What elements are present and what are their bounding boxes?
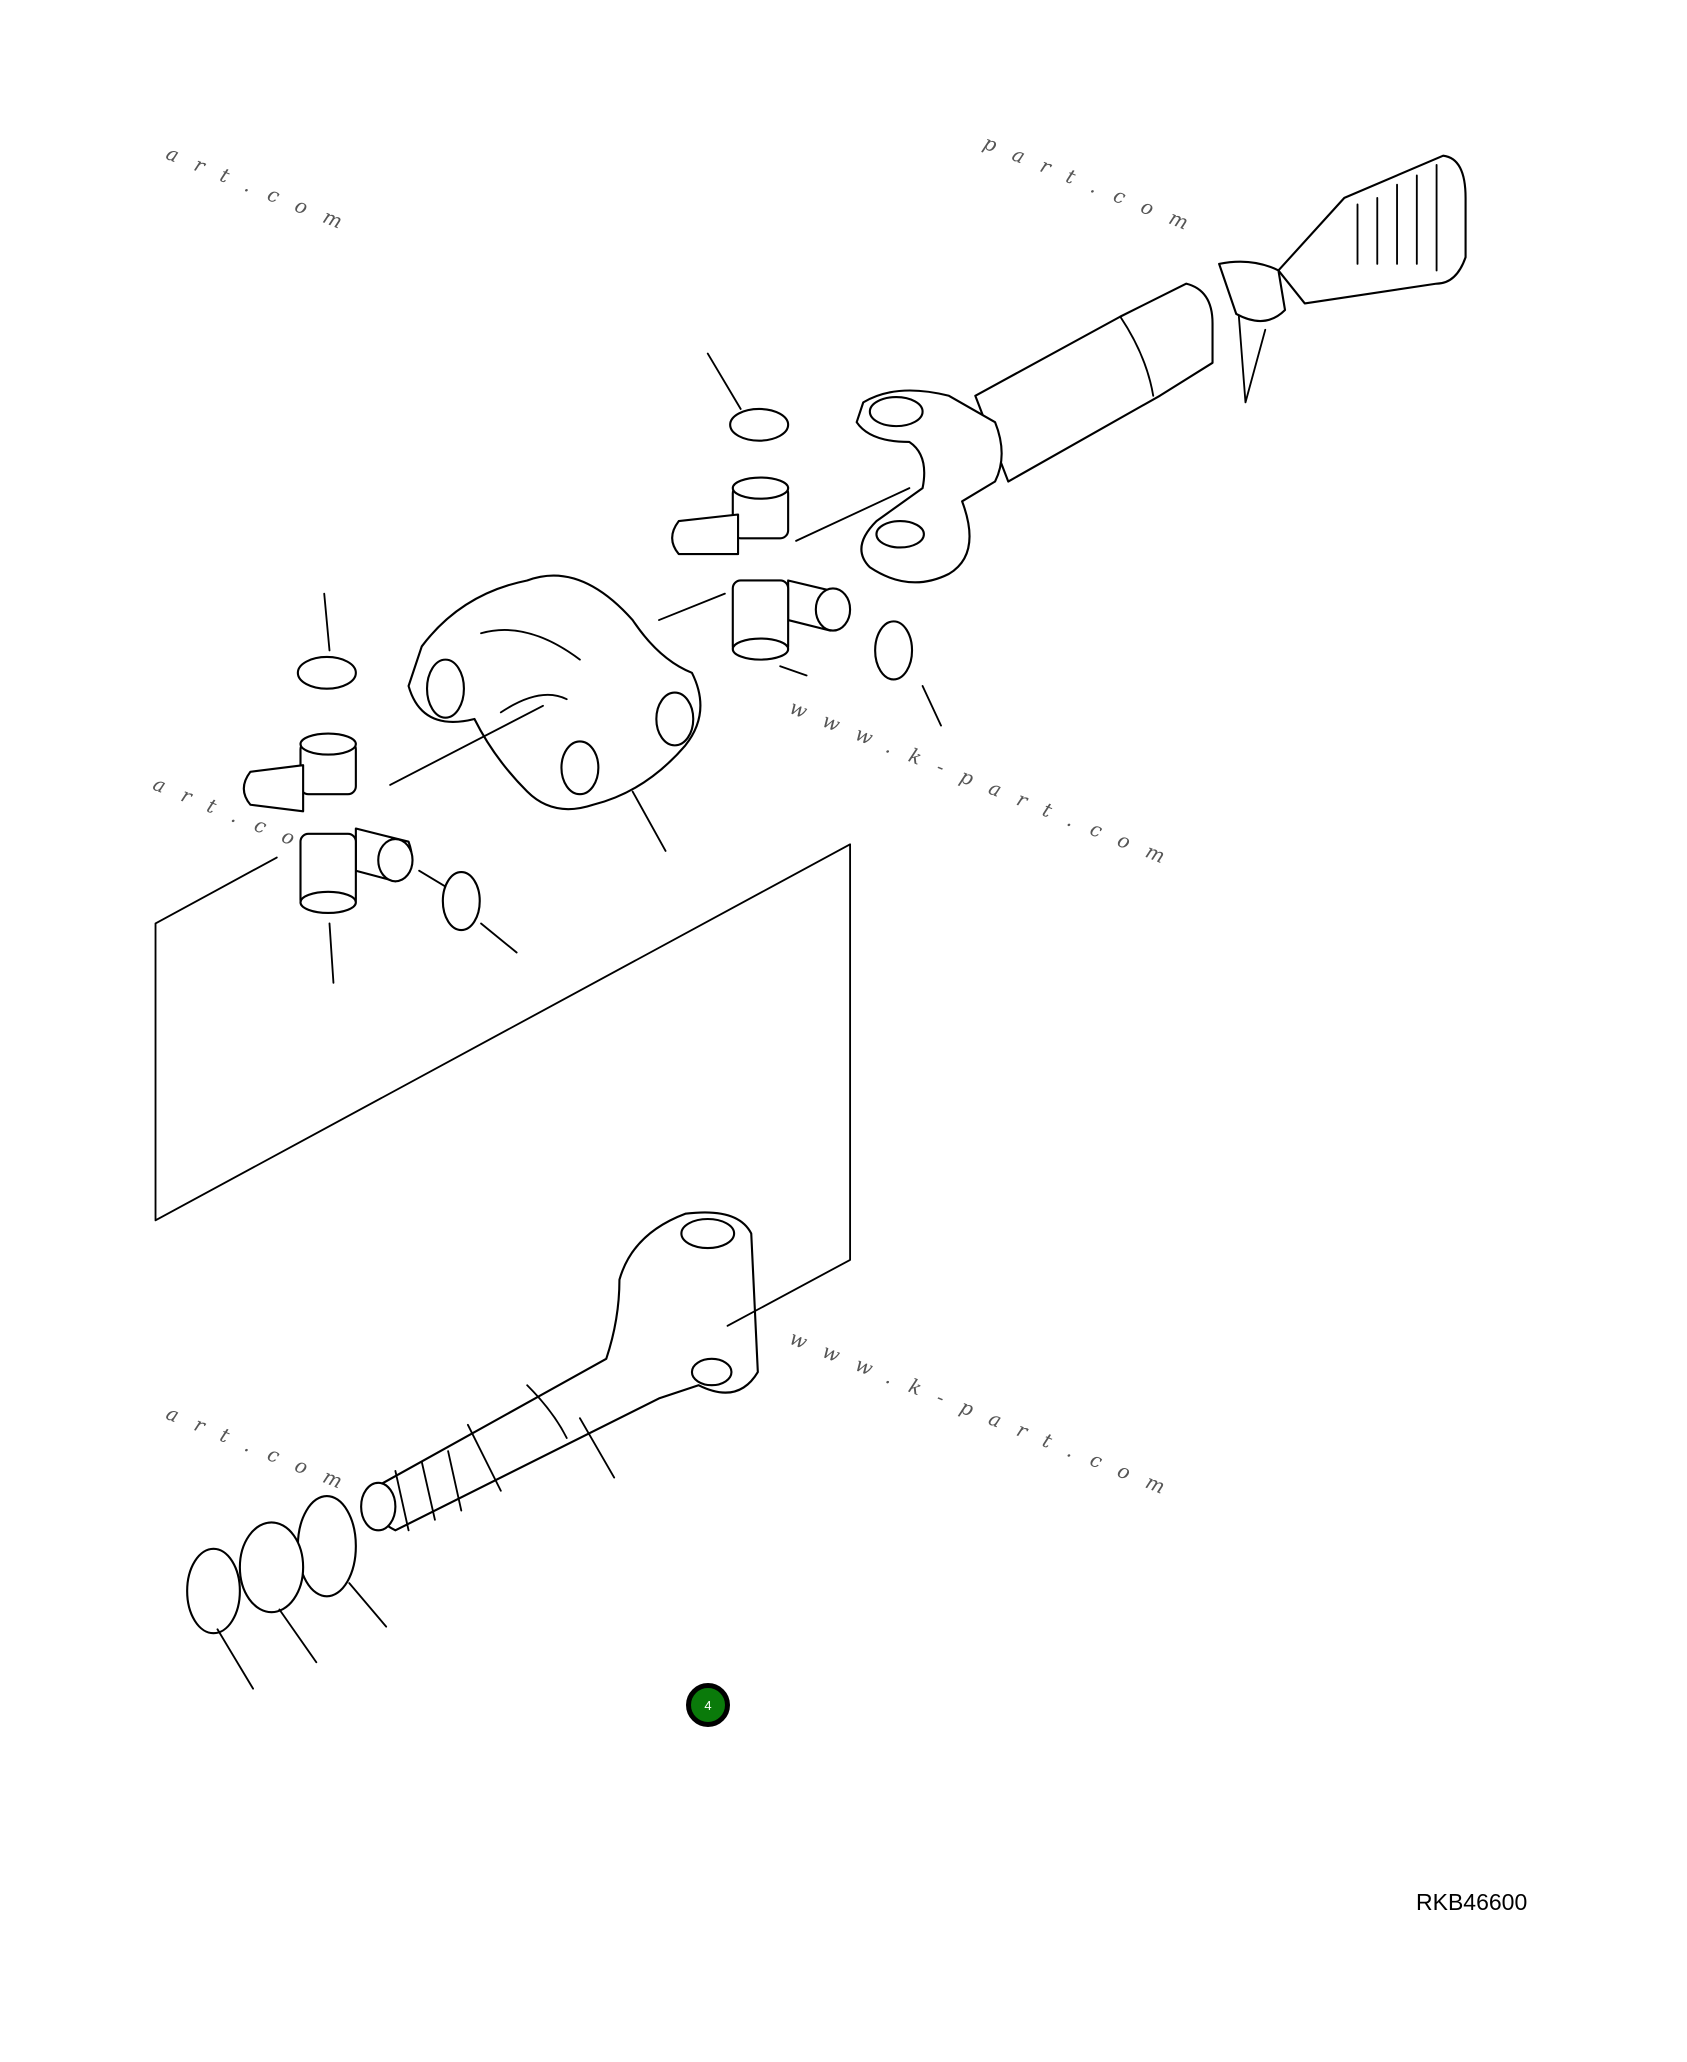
reference-code: RKB46600 xyxy=(1416,1889,1528,1915)
lower-axle-shaft xyxy=(360,1211,759,1532)
center-double-yoke xyxy=(407,574,702,811)
page-badge-label: 4 xyxy=(704,1697,712,1713)
upper-snap-ring-side xyxy=(874,620,914,681)
watermark: art.com xyxy=(163,142,363,241)
page-badge[interactable]: 4 xyxy=(686,1683,730,1727)
upper-snap-ring-top xyxy=(729,407,790,442)
lock-washer xyxy=(296,1494,357,1598)
upper-axle-shaft xyxy=(974,154,1467,483)
lower-universal-joint-cross xyxy=(242,732,414,914)
watermark: part.com xyxy=(980,131,1209,241)
leader-lines xyxy=(154,352,942,1690)
retaining-ring xyxy=(186,1547,241,1635)
watermark: www.k-part.com xyxy=(786,696,1185,875)
toothed-washer xyxy=(238,1521,305,1614)
upper-yoke xyxy=(855,389,1003,584)
lower-snap-ring-side xyxy=(441,870,481,932)
lower-snap-ring-top xyxy=(296,655,357,690)
upper-universal-joint-cross xyxy=(671,476,852,661)
watermark: www.k-part.com xyxy=(786,1326,1185,1505)
watermark: art.com xyxy=(163,1402,363,1501)
